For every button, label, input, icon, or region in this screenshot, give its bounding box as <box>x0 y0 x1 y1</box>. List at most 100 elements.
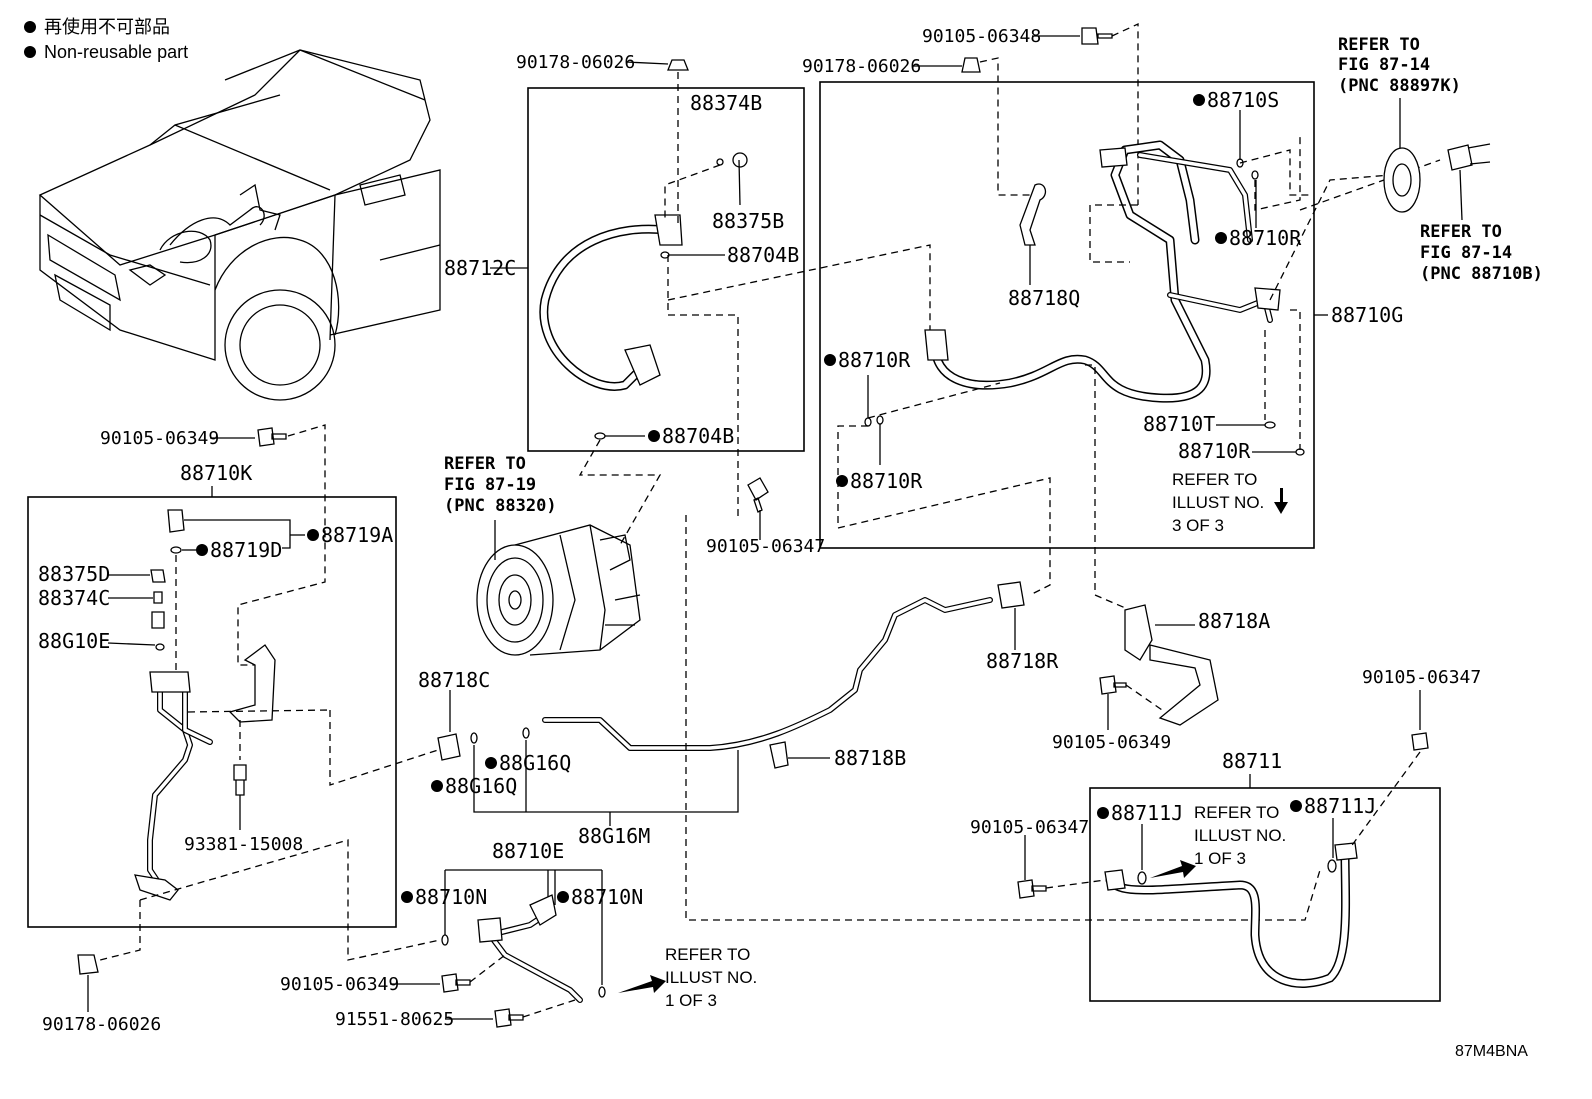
refer-fig-87-14-a-line3: (PNC 88897K) <box>1338 76 1461 96</box>
non-reusable-mark-icon <box>307 529 319 541</box>
compressor-illustration <box>476 524 641 656</box>
non-reusable-mark-icon <box>485 757 497 769</box>
label-88710n-b: 88710N <box>571 885 643 909</box>
hose-88712c <box>539 214 683 391</box>
refer-fig-87-19-line2: FIG 87-19 <box>444 475 536 495</box>
label-90178-06026-top: 90178-06026 <box>516 52 635 73</box>
refer-fig-87-14-b-line2: FIG 87-14 <box>1420 243 1512 263</box>
label-88719d: 88719D <box>210 538 282 562</box>
non-reusable-mark-icon <box>196 544 208 556</box>
label-88718q: 88718Q <box>1008 286 1080 310</box>
label-88704b-upper: 88704B <box>727 243 799 267</box>
o-ring-88719d-icon <box>170 546 182 554</box>
clamp-88718a-icon <box>1124 604 1153 661</box>
bolt-90105-06349-right-icon <box>1099 675 1127 695</box>
legend-line-en: Non-reusable part <box>44 42 188 62</box>
group-box-88712c <box>527 87 805 452</box>
valve-core-88374b-icon <box>716 158 724 166</box>
vehicle-illustration <box>38 49 441 401</box>
label-88710t: 88710T <box>1143 412 1215 436</box>
non-reusable-mark-icon <box>557 891 569 903</box>
label-88718b: 88718B <box>834 746 906 770</box>
label-88712c: 88712C <box>444 256 516 280</box>
non-reusable-mark-icon <box>1290 800 1302 812</box>
refer-fig-87-14-b: REFER TO FIG 87-14 (PNC 88710B) <box>1420 222 1543 284</box>
label-88710r-b: 88710R <box>838 348 911 372</box>
non-reusable-mark-icon <box>1097 807 1109 819</box>
label-90178-06026-right: 90178-06026 <box>802 56 921 77</box>
hose-88711 <box>1104 842 1358 988</box>
grommet-88897k-icon <box>1383 147 1421 213</box>
arrow-down-icon <box>1274 488 1288 514</box>
label-90105-06349-right: 90105-06349 <box>1052 732 1171 753</box>
label-90105-06347-lower: 90105-06347 <box>970 817 1089 838</box>
label-90105-06349-bottom: 90105-06349 <box>280 974 399 995</box>
label-88711j-a: 88711J <box>1111 801 1183 825</box>
o-ring-88710r-icon <box>1251 170 1259 180</box>
non-reusable-mark-icon <box>1193 94 1205 106</box>
o-ring-88g16q-icon <box>470 732 478 744</box>
refer-illust-1a-line3: 1 OF 3 <box>1194 849 1246 868</box>
label-90105-06348: 90105-06348 <box>922 26 1041 47</box>
refer-illust-1b-line1: REFER TO <box>665 945 750 964</box>
bolt-91551-80625-icon <box>494 1008 524 1028</box>
label-88711j-b: 88711J <box>1304 794 1376 818</box>
o-ring-88710r-b-icon <box>864 417 872 427</box>
refer-fig-87-14-a-line1: REFER TO <box>1338 35 1420 55</box>
o-ring-88710t-icon <box>1264 421 1276 429</box>
bracket-88718a-icon <box>1149 644 1219 726</box>
cap-88375b-icon <box>732 152 748 168</box>
label-88g16q-a: 88G16Q <box>499 751 571 775</box>
label-90105-06347-right: 90105-06347 <box>1362 667 1481 688</box>
label-90105-06349-left: 90105-06349 <box>100 428 219 449</box>
group-box-88711 <box>1089 787 1441 1002</box>
bolt-90105-06349-left-icon <box>257 427 287 447</box>
label-88375b: 88375B <box>712 209 784 233</box>
o-ring-88711j-b-icon <box>1327 859 1337 873</box>
refer-fig-87-14-a: REFER TO FIG 87-14 (PNC 88897K) <box>1338 35 1461 96</box>
label-88374b: 88374B <box>690 91 762 115</box>
label-88704b-lower: 88704B <box>662 424 734 448</box>
bolt-90105-06347-right-icon <box>1411 732 1429 751</box>
clamp-88718r-icon <box>997 581 1025 609</box>
legend: 再使用不可部品 Non-reusable part <box>24 17 188 62</box>
label-88718a: 88718A <box>1198 609 1270 633</box>
label-88710g: 88710G <box>1331 303 1403 327</box>
non-reusable-bullet-icon <box>24 21 36 33</box>
o-ring-88g10e-icon <box>155 643 165 651</box>
refer-illust-3-line1: REFER TO <box>1172 470 1257 489</box>
bolt-90105-06348-icon <box>1081 27 1113 45</box>
label-88710s: 88710S <box>1207 88 1279 112</box>
label-88374c: 88374C <box>38 586 110 610</box>
arrow-right-icon <box>1150 860 1196 878</box>
sensor-88719a-icon <box>167 509 185 533</box>
non-reusable-mark-icon <box>824 354 836 366</box>
refer-illust-3-line3: 3 OF 3 <box>1172 516 1224 535</box>
refer-fig-87-14-a-line2: FIG 87-14 <box>1338 55 1430 75</box>
label-88710r-c: 88710R <box>850 469 923 493</box>
refer-fig-87-19-line3: (PNC 88320) <box>444 496 557 516</box>
refer-illust-3of3: REFER TO ILLUST NO. 3 OF 3 <box>1172 470 1288 535</box>
group-box-88710k <box>27 496 397 928</box>
valve-core-88374c-icon <box>153 591 163 604</box>
non-reusable-mark-icon <box>836 475 848 487</box>
refer-illust-1of3-a: REFER TO ILLUST NO. 1 OF 3 <box>1150 803 1286 878</box>
label-88719a: 88719A <box>321 523 393 547</box>
label-88375d: 88375D <box>38 562 110 586</box>
non-reusable-mark-icon <box>401 891 413 903</box>
refer-illust-3-line2: ILLUST NO. <box>1172 493 1264 512</box>
legend-line-jp: 再使用不可部品 <box>44 17 170 37</box>
label-90105-06347-center: 90105-06347 <box>706 536 825 557</box>
refer-fig-87-14-b-line1: REFER TO <box>1420 222 1502 242</box>
pipe-end-88710b-icon <box>1447 144 1473 171</box>
o-ring-88711j-icon <box>1137 871 1147 885</box>
cap-88375d-icon <box>150 569 166 583</box>
illustration-code: 87M4BNA <box>1455 1043 1528 1060</box>
pipe-88710k <box>134 671 213 901</box>
valve-88g10e-icon <box>151 611 165 629</box>
o-ring-88704b-lower-icon <box>594 432 606 440</box>
label-88711: 88711 <box>1222 749 1282 773</box>
pipe-assembly-88710g <box>924 140 1281 403</box>
bolt-90105-06347-center-icon <box>747 477 769 513</box>
